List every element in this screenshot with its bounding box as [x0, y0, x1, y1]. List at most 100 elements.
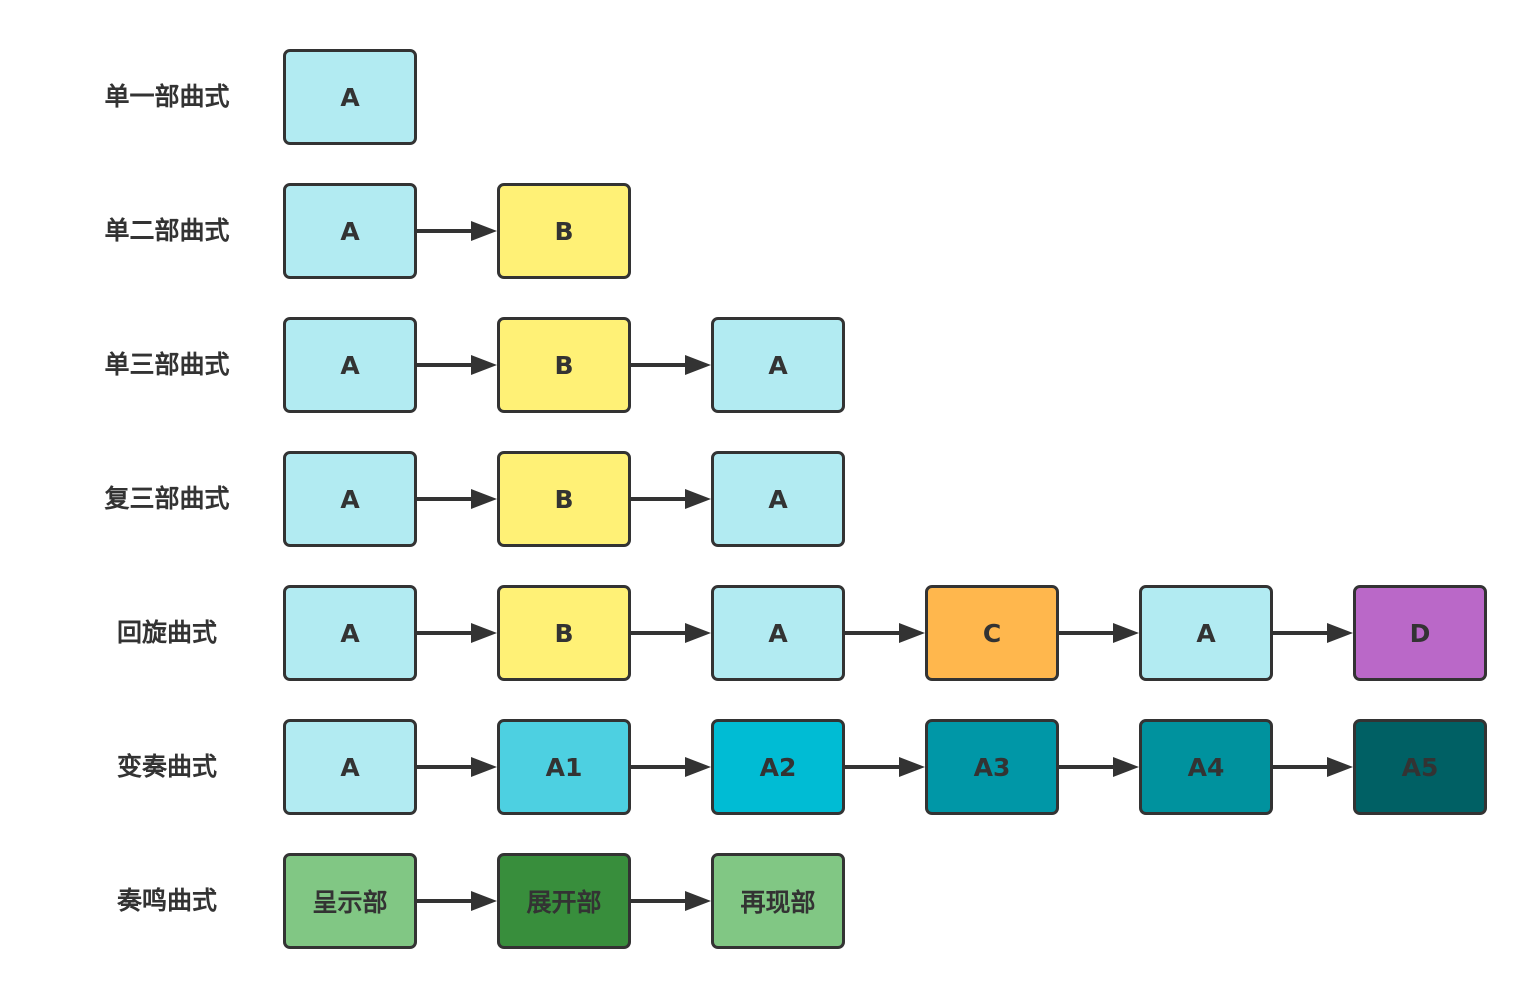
form-section-label: A5 [1401, 752, 1439, 782]
arrow-shaft [417, 899, 473, 903]
form-section-label: 再现部 [740, 888, 816, 917]
arrow-shaft [631, 631, 687, 635]
form-section-box: A [283, 49, 417, 145]
form-section-label: D [1409, 618, 1431, 648]
arrow-shaft [631, 363, 687, 367]
arrow-head [685, 623, 711, 643]
form-section-box: 再现部 [711, 853, 845, 949]
arrow-shaft [417, 229, 473, 233]
form-section-box: 呈示部 [283, 853, 417, 949]
flow-arrow [1273, 623, 1353, 643]
arrow-shaft [1059, 765, 1115, 769]
form-section-label: A [768, 350, 788, 380]
arrow-head [685, 355, 711, 375]
row-label-single-binary-one: 单一部曲式 [104, 82, 230, 111]
form-section-label: A [340, 216, 360, 246]
form-section-box: B [497, 451, 631, 547]
form-section-box: A3 [925, 719, 1059, 815]
arrow-head [471, 489, 497, 509]
form-section-label: A [768, 484, 788, 514]
form-section-box: A [711, 317, 845, 413]
arrow-shaft [631, 899, 687, 903]
flow-arrow [1059, 757, 1139, 777]
form-section-box: A [283, 585, 417, 681]
flow-arrow [631, 355, 711, 375]
form-section-label: B [554, 216, 574, 246]
arrow-head [1113, 757, 1139, 777]
form-section-box: B [497, 183, 631, 279]
flow-arrow [845, 623, 925, 643]
arrow-shaft [417, 765, 473, 769]
flow-arrow [417, 623, 497, 643]
arrow-head [471, 623, 497, 643]
form-section-label: A1 [545, 752, 583, 782]
flow-arrow [1273, 757, 1353, 777]
form-section-label: B [554, 618, 574, 648]
form-section-label: A [340, 618, 360, 648]
form-section-label: A [340, 82, 360, 112]
flow-arrow [417, 757, 497, 777]
arrow-head [685, 757, 711, 777]
form-section-box: C [925, 585, 1059, 681]
form-section-box: A [711, 585, 845, 681]
flow-arrow [631, 891, 711, 911]
form-section-label: B [554, 484, 574, 514]
arrow-shaft [1273, 765, 1329, 769]
arrow-head [685, 489, 711, 509]
form-section-box: B [497, 585, 631, 681]
arrow-shaft [1059, 631, 1115, 635]
flow-arrow [417, 489, 497, 509]
form-section-label: A [340, 484, 360, 514]
form-section-box: A [283, 317, 417, 413]
arrow-shaft [631, 765, 687, 769]
form-section-label: C [982, 618, 1002, 648]
form-section-label: A [1196, 618, 1216, 648]
flow-arrow [845, 757, 925, 777]
arrow-shaft [845, 765, 901, 769]
arrow-shaft [1273, 631, 1329, 635]
form-section-label: B [554, 350, 574, 380]
form-section-label: A3 [973, 752, 1011, 782]
form-section-label: A4 [1187, 752, 1225, 782]
row-label-simple-binary: 单二部曲式 [104, 216, 230, 245]
arrow-head [685, 891, 711, 911]
form-section-label: A [340, 350, 360, 380]
form-section-label: A2 [759, 752, 797, 782]
form-section-box: A [283, 183, 417, 279]
form-section-box: A [283, 719, 417, 815]
arrow-shaft [417, 631, 473, 635]
form-section-box: 展开部 [497, 853, 631, 949]
row-label-simple-ternary: 单三部曲式 [104, 350, 230, 379]
flow-arrow [1059, 623, 1139, 643]
form-section-label: 呈示部 [312, 888, 388, 917]
flow-arrow [417, 221, 497, 241]
arrow-head [1327, 757, 1353, 777]
flow-arrow [631, 757, 711, 777]
form-section-box: A4 [1139, 719, 1273, 815]
arrow-head [1113, 623, 1139, 643]
arrow-head [471, 221, 497, 241]
form-section-label: A [340, 752, 360, 782]
arrow-shaft [845, 631, 901, 635]
arrow-head [899, 757, 925, 777]
form-section-box: A1 [497, 719, 631, 815]
form-section-box: D [1353, 585, 1487, 681]
form-section-box: A2 [711, 719, 845, 815]
form-section-label: A [768, 618, 788, 648]
flow-arrow [631, 489, 711, 509]
form-section-box: A5 [1353, 719, 1487, 815]
form-section-box: A [711, 451, 845, 547]
arrow-head [471, 891, 497, 911]
arrow-shaft [417, 363, 473, 367]
flow-arrow [631, 623, 711, 643]
row-label-compound-ternary: 复三部曲式 [104, 484, 230, 513]
arrow-head [899, 623, 925, 643]
arrow-shaft [631, 497, 687, 501]
form-section-box: A [1139, 585, 1273, 681]
row-label-rondo: 回旋曲式 [116, 618, 217, 647]
form-section-box: B [497, 317, 631, 413]
row-label-sonata: 奏鸣曲式 [116, 886, 217, 915]
row-label-variations: 变奏曲式 [116, 752, 217, 781]
arrow-head [471, 757, 497, 777]
